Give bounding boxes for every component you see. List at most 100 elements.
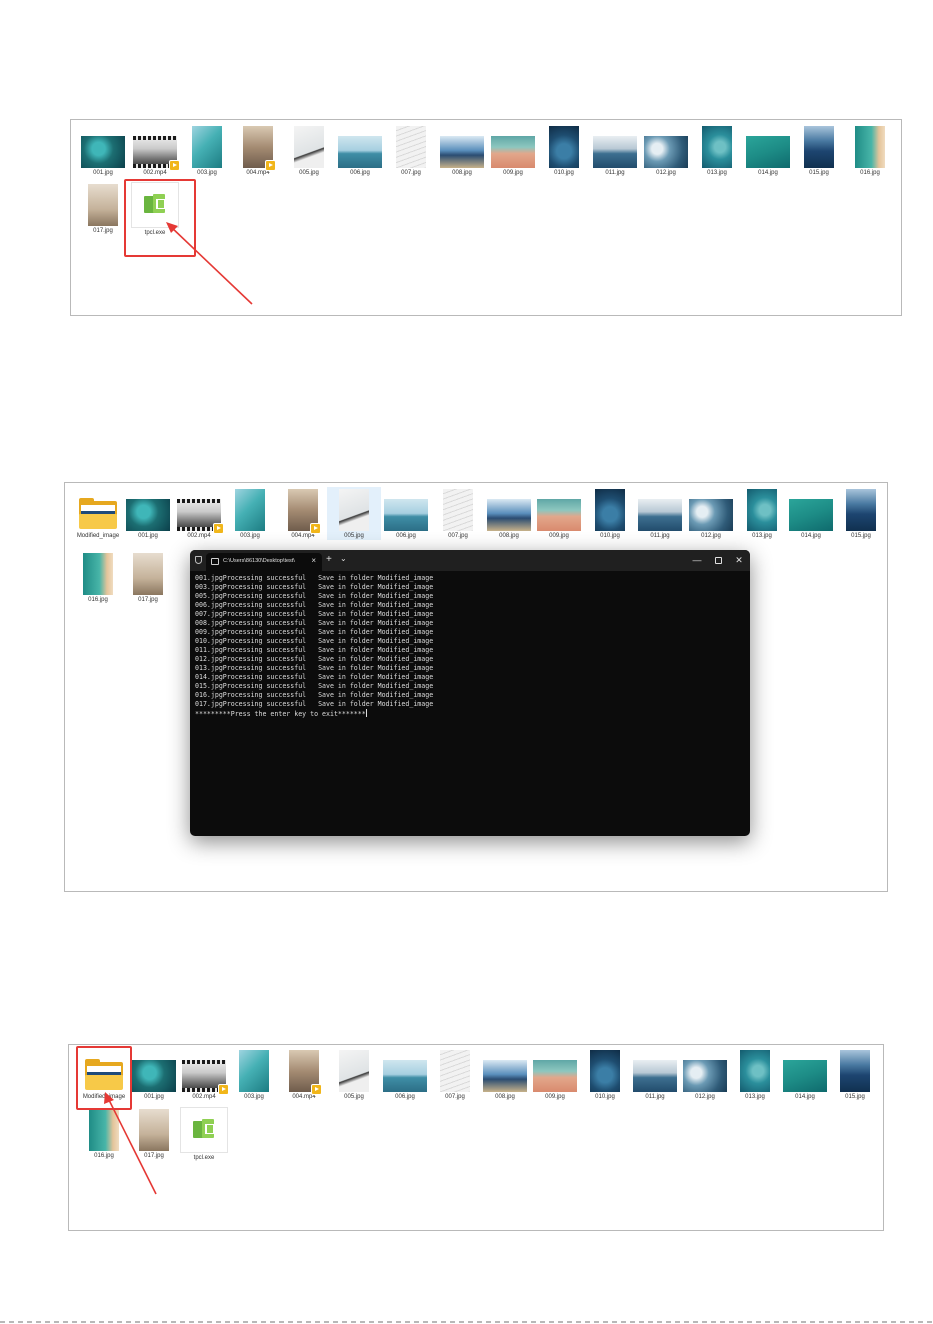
file-item-002-mp4[interactable]: 002.mp4 bbox=[128, 124, 182, 177]
terminal-icon bbox=[211, 558, 219, 565]
maximize-button[interactable] bbox=[711, 553, 725, 567]
file-item-013-jpg[interactable]: 013.jpg bbox=[735, 487, 789, 540]
file-item-005-jpg[interactable]: 005.jpg bbox=[282, 124, 336, 177]
file-item-007-jpg[interactable]: 007.jpg bbox=[384, 124, 438, 177]
terminal-line: 005.jpgProcessing successful Save in fol… bbox=[195, 592, 434, 600]
file-label: 015.jpg bbox=[851, 533, 871, 539]
terminal-line: 015.jpgProcessing successful Save in fol… bbox=[195, 682, 434, 690]
terminal-line: 011.jpgProcessing successful Save in fol… bbox=[195, 646, 434, 654]
folder-icon bbox=[77, 497, 119, 531]
terminal-titlebar[interactable]: C:\Users\86130\Desktop\test\ × + ⌄ — ✕ bbox=[190, 550, 750, 571]
file-item-011-jpg[interactable]: 011.jpg bbox=[633, 487, 687, 540]
file-item-011-jpg[interactable]: 011.jpg bbox=[628, 1048, 682, 1101]
file-item-003-jpg[interactable]: 003.jpg bbox=[223, 487, 277, 540]
file-label: 004.mp4 bbox=[246, 170, 270, 176]
file-item-006-jpg[interactable]: 006.jpg bbox=[333, 124, 387, 177]
file-item-009-jpg[interactable]: 009.jpg bbox=[528, 1048, 582, 1101]
file-item-013-jpg[interactable]: 013.jpg bbox=[728, 1048, 782, 1101]
file-item-010-jpg[interactable]: 010.jpg bbox=[537, 124, 591, 177]
file-item-014-jpg[interactable]: 014.jpg bbox=[741, 124, 795, 177]
file-item-016-jpg[interactable]: 016.jpg bbox=[77, 1107, 131, 1160]
file-thumbnail bbox=[840, 1050, 870, 1092]
file-item-014-jpg[interactable]: 014.jpg bbox=[784, 487, 838, 540]
file-item-015-jpg[interactable]: 015.jpg bbox=[792, 124, 846, 177]
tab-close-icon[interactable]: × bbox=[311, 556, 316, 565]
file-label: 016.jpg bbox=[88, 597, 108, 603]
file-item-001-jpg[interactable]: 001.jpg bbox=[76, 124, 130, 177]
file-label: 010.jpg bbox=[595, 1094, 615, 1100]
close-button[interactable]: ✕ bbox=[735, 555, 743, 565]
file-item-010-jpg[interactable]: 010.jpg bbox=[583, 487, 637, 540]
file-item-015-jpg[interactable]: 015.jpg bbox=[828, 1048, 882, 1101]
file-item-007-jpg[interactable]: 007.jpg bbox=[428, 1048, 482, 1101]
file-thumbnail bbox=[483, 1060, 527, 1092]
file-item-015-jpg[interactable]: 015.jpg bbox=[834, 487, 888, 540]
file-item-008-jpg[interactable]: 008.jpg bbox=[478, 1048, 532, 1101]
file-item-005-jpg[interactable]: 005.jpg bbox=[327, 487, 381, 540]
file-item-012-jpg[interactable]: 012.jpg bbox=[639, 124, 693, 177]
file-label: 007.jpg bbox=[445, 1094, 465, 1100]
highlight-box-folder bbox=[76, 1046, 132, 1110]
file-item-007-jpg[interactable]: 007.jpg bbox=[431, 487, 485, 540]
file-thumbnail bbox=[638, 499, 682, 531]
file-item-013-jpg[interactable]: 013.jpg bbox=[690, 124, 744, 177]
minimize-button[interactable]: — bbox=[692, 555, 702, 565]
file-thumbnail bbox=[595, 489, 625, 531]
file-item-014-jpg[interactable]: 014.jpg bbox=[778, 1048, 832, 1101]
file-item-008-jpg[interactable]: 008.jpg bbox=[482, 487, 536, 540]
file-item-012-jpg[interactable]: 012.jpg bbox=[684, 487, 738, 540]
file-item-001-jpg[interactable]: 001.jpg bbox=[121, 487, 175, 540]
terminal-line: 012.jpgProcessing successful Save in fol… bbox=[195, 655, 434, 663]
file-item-tpcl-exe[interactable]: tpcl.exe bbox=[177, 1107, 231, 1162]
file-item-008-jpg[interactable]: 008.jpg bbox=[435, 124, 489, 177]
file-item-tpcl-exe[interactable]: tpcl.exe bbox=[128, 182, 182, 237]
file-item-006-jpg[interactable]: 006.jpg bbox=[379, 487, 433, 540]
shield-icon bbox=[195, 556, 202, 564]
file-thumbnail bbox=[83, 553, 113, 595]
file-item-009-jpg[interactable]: 009.jpg bbox=[486, 124, 540, 177]
file-label: 008.jpg bbox=[499, 533, 519, 539]
file-thumbnail bbox=[182, 1060, 229, 1095]
file-item-003-jpg[interactable]: 003.jpg bbox=[180, 124, 234, 177]
file-item-modified-image[interactable]: Modified_image bbox=[71, 487, 125, 540]
file-item-011-jpg[interactable]: 011.jpg bbox=[588, 124, 642, 177]
file-item-016-jpg[interactable]: 016.jpg bbox=[843, 124, 897, 177]
file-item-010-jpg[interactable]: 010.jpg bbox=[578, 1048, 632, 1101]
file-item-004-mp4[interactable]: 004.mp4 bbox=[276, 487, 330, 540]
file-thumbnail bbox=[132, 1060, 176, 1092]
terminal-tab[interactable]: C:\Users\86130\Desktop\test\ × bbox=[206, 553, 322, 571]
file-thumbnail bbox=[239, 1050, 269, 1092]
file-label: 009.jpg bbox=[545, 1094, 565, 1100]
file-item-006-jpg[interactable]: 006.jpg bbox=[378, 1048, 432, 1101]
file-item-017-jpg[interactable]: 017.jpg bbox=[127, 1107, 181, 1160]
file-item-012-jpg[interactable]: 012.jpg bbox=[678, 1048, 732, 1101]
file-thumbnail bbox=[338, 136, 382, 168]
file-item-017-jpg[interactable]: 017.jpg bbox=[76, 182, 130, 235]
chevron-down-icon[interactable]: ⌄ bbox=[340, 554, 347, 563]
file-thumbnail bbox=[533, 1060, 577, 1092]
file-item-004-mp4[interactable]: 004.mp4 bbox=[231, 124, 285, 177]
new-tab-icon[interactable]: + bbox=[326, 554, 332, 565]
file-item-002-mp4[interactable]: 002.mp4 bbox=[177, 1048, 231, 1101]
file-item-005-jpg[interactable]: 005.jpg bbox=[327, 1048, 381, 1101]
file-item-003-jpg[interactable]: 003.jpg bbox=[227, 1048, 281, 1101]
file-thumbnail bbox=[133, 136, 180, 171]
file-label: 010.jpg bbox=[600, 533, 620, 539]
file-thumbnail bbox=[243, 126, 276, 171]
file-item-002-mp4[interactable]: 002.mp4 bbox=[172, 487, 226, 540]
file-label: 004.mp4 bbox=[292, 1094, 316, 1100]
file-label: 017.jpg bbox=[138, 597, 158, 603]
terminal-window[interactable]: C:\Users\86130\Desktop\test\ × + ⌄ — ✕ 0… bbox=[190, 550, 750, 836]
file-thumbnail bbox=[177, 499, 224, 534]
text-cursor bbox=[365, 709, 367, 717]
file-item-017-jpg[interactable]: 017.jpg bbox=[121, 551, 175, 604]
file-item-016-jpg[interactable]: 016.jpg bbox=[71, 551, 125, 604]
file-item-004-mp4[interactable]: 004.mp4 bbox=[277, 1048, 331, 1101]
terminal-output[interactable]: 001.jpgProcessing successful Save in fol… bbox=[195, 574, 745, 719]
file-item-009-jpg[interactable]: 009.jpg bbox=[532, 487, 586, 540]
terminal-line: 016.jpgProcessing successful Save in fol… bbox=[195, 691, 434, 699]
file-label: 017.jpg bbox=[144, 1153, 164, 1159]
file-item-001-jpg[interactable]: 001.jpg bbox=[127, 1048, 181, 1101]
file-item-modified-image[interactable]: Modified_image bbox=[77, 1048, 131, 1101]
